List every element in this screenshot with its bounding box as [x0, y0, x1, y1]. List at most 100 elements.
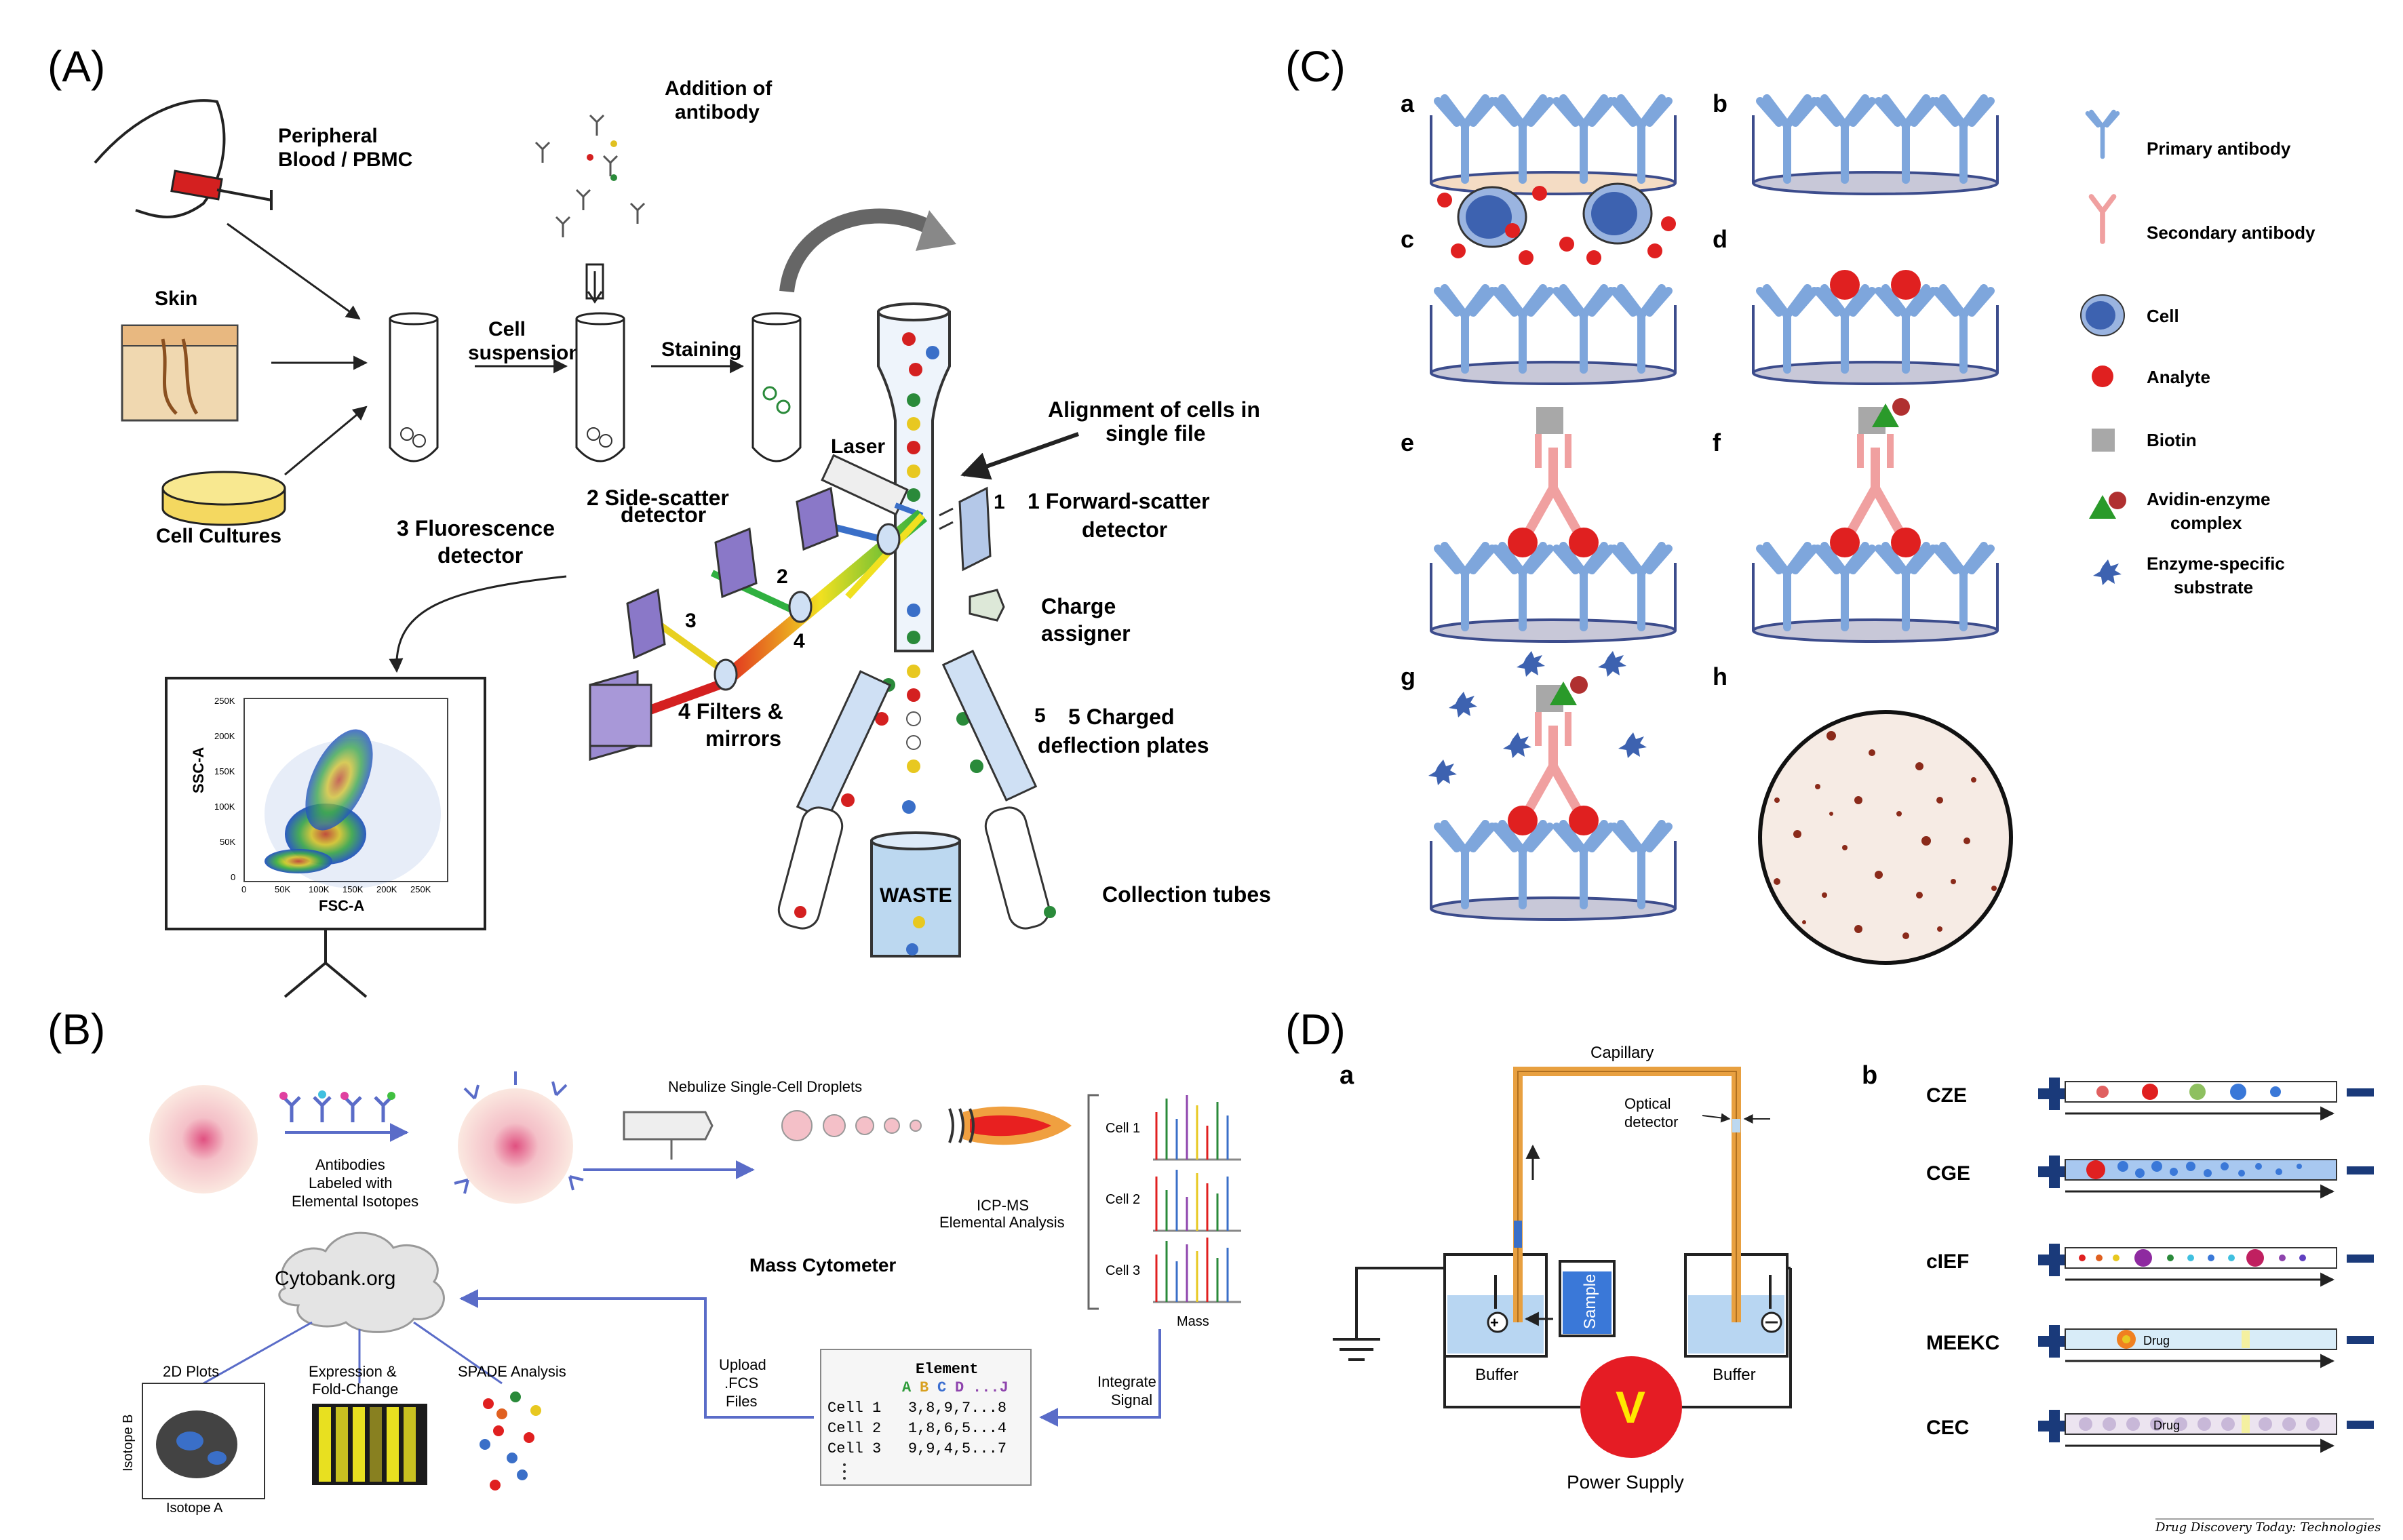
mass-cytometer-label: Mass Cytometer: [749, 1255, 896, 1276]
plots-expression: Expression &: [309, 1363, 397, 1380]
legend-primary-icon: [2088, 112, 2117, 157]
charge-line2: assigner: [1041, 621, 1131, 646]
elispot-well-image: [1758, 710, 2013, 965]
anode-icon: +: [1490, 1314, 1499, 1331]
legend-avidin-line2: complex: [2170, 513, 2242, 533]
panel-b-label: (B): [47, 1005, 105, 1054]
legend-cell-icon: [2080, 294, 2125, 336]
method-meekc: MEEKC Drug: [1926, 1325, 2374, 1368]
source-cultures: Cell Cultures: [156, 525, 281, 547]
plots-foldchange: Fold-Change: [312, 1381, 398, 1398]
plots-2d: 2D Plots: [163, 1363, 219, 1380]
legend-biotin-icon: [2092, 429, 2115, 452]
method-cze-label: CZE: [1926, 1084, 1967, 1107]
ytick-200k: 200K: [214, 731, 235, 741]
waste-label: WASTE: [880, 884, 952, 907]
upload-line3: Files: [726, 1393, 757, 1410]
collection-tube-left: [777, 806, 844, 930]
legend-primary: Primary antibody: [2147, 138, 2291, 159]
plot-xlabel: FSC-A: [319, 897, 364, 914]
step-staining: Staining: [661, 338, 741, 361]
table-col-d: D: [955, 1379, 964, 1396]
laser-label: Laser: [831, 435, 885, 458]
waste-beaker: [870, 831, 961, 957]
labeled-antibodies-icon: [282, 1096, 393, 1122]
isotope-b-label: Isotope B: [121, 1414, 136, 1472]
side-scatter-line2: detector: [621, 502, 706, 527]
well-b: [1752, 98, 1999, 195]
sub-d-b: b: [1862, 1061, 1877, 1090]
table-row-1: Cell 1 3,8,9,7...8: [827, 1400, 1007, 1417]
num-2: 2: [777, 566, 788, 588]
method-cief: cIEF: [1926, 1244, 2374, 1287]
optical-line2: detector: [1624, 1113, 1679, 1130]
plates-line2: deflection plates: [1038, 733, 1209, 757]
table-col-j: ...J: [973, 1379, 1009, 1396]
cec-drug-label: Drug: [2153, 1419, 2180, 1432]
legend-substrate-line1: Enzyme-specific: [2147, 553, 2285, 574]
panel-a: (A) Peripheral Blood / PBMC Skin Cell Cu…: [47, 42, 1271, 998]
antibody-cluster-icon: [534, 114, 646, 237]
sample-vial: [1559, 1260, 1616, 1337]
method-cze: CZE: [1926, 1078, 2374, 1121]
sub-f: f: [1713, 429, 1721, 456]
buffer-right-label: Buffer: [1713, 1366, 1756, 1384]
panel-d: (D) a Sample Capi: [1285, 1005, 2381, 1535]
spade-tree-thumb: [480, 1391, 541, 1490]
filters-line1: 4 Filters &: [678, 699, 783, 724]
panel-b: (B) Antibodies Labeled with Elemental Is…: [47, 1005, 1241, 1516]
step-suspension: suspension: [468, 342, 581, 364]
element-table: Element A B C D ...J Cell 1 3,8,9,7...8 …: [820, 1349, 1032, 1486]
sub-h: h: [1713, 663, 1727, 690]
ms-cell3: Cell 3: [1106, 1263, 1140, 1278]
xtick-150k: 150K: [343, 884, 364, 894]
fluorescence-line2: detector: [437, 543, 523, 568]
icp-line2: Elemental Analysis: [939, 1214, 1065, 1231]
antibodies-line3: Elemental Isotopes: [292, 1193, 418, 1210]
panel-a-label: (A): [47, 42, 105, 91]
upload-line2: .FCS: [724, 1375, 758, 1391]
well-g: [1428, 651, 1677, 921]
method-cief-label: cIEF: [1926, 1250, 1969, 1273]
xtick-0: 0: [241, 884, 246, 894]
power-label: Power Supply: [1567, 1472, 1684, 1493]
plus-icon: [2038, 1078, 2071, 1110]
nebulizer-icon: [623, 1111, 714, 1160]
legend-substrate-icon: [2093, 559, 2122, 585]
method-cge: CGE: [1926, 1156, 2374, 1199]
collection-label: Collection tubes: [1102, 882, 1271, 907]
cytobank-label: Cytobank.org: [275, 1267, 395, 1290]
sub-g: g: [1401, 663, 1415, 690]
sub-a: a: [1401, 90, 1415, 117]
table-header: Element: [916, 1361, 978, 1378]
filters-line2: mirrors: [705, 726, 781, 751]
heatmap-thumb: [312, 1404, 427, 1485]
ytick-0: 0: [231, 872, 235, 882]
sub-c: c: [1401, 225, 1414, 253]
cytobank-cloud: [278, 1231, 445, 1333]
table-col-a: A: [902, 1379, 912, 1396]
sub-d: d: [1713, 225, 1727, 253]
num-5: 5: [1034, 705, 1046, 727]
ytick-50k: 50K: [220, 837, 235, 847]
legend-secondary-icon: [2092, 197, 2114, 241]
big-detector-box-icon: [589, 670, 652, 761]
nebulize-label: Nebulize Single-Cell Droplets: [668, 1078, 862, 1095]
xtick-250k: 250K: [410, 884, 431, 894]
ms-cell2: Cell 2: [1106, 1192, 1140, 1207]
collection-tube-right: [984, 806, 1056, 930]
arm-syringe-icon: [94, 99, 273, 218]
plot-ylabel: SSC-A: [190, 747, 207, 793]
legend-avidin-line1: Avidin-enzyme: [2147, 489, 2271, 509]
source-skin: Skin: [155, 288, 197, 310]
xtick-100k: 100K: [309, 884, 330, 894]
side-scatter-line1: 2 Side-scatter: [587, 486, 729, 510]
panel-d-label: (D): [1285, 1005, 1346, 1054]
power-supply-icon: [1580, 1356, 1682, 1458]
table-col-c: C: [937, 1379, 946, 1396]
legend-analyte: Analyte: [2147, 367, 2210, 387]
table-col-b: B: [920, 1379, 929, 1396]
meekc-drug-label: Drug: [2143, 1334, 2170, 1347]
cell-icon: [149, 1085, 258, 1193]
table-row-3: Cell 3 9,9,4,5...7: [827, 1440, 1007, 1457]
